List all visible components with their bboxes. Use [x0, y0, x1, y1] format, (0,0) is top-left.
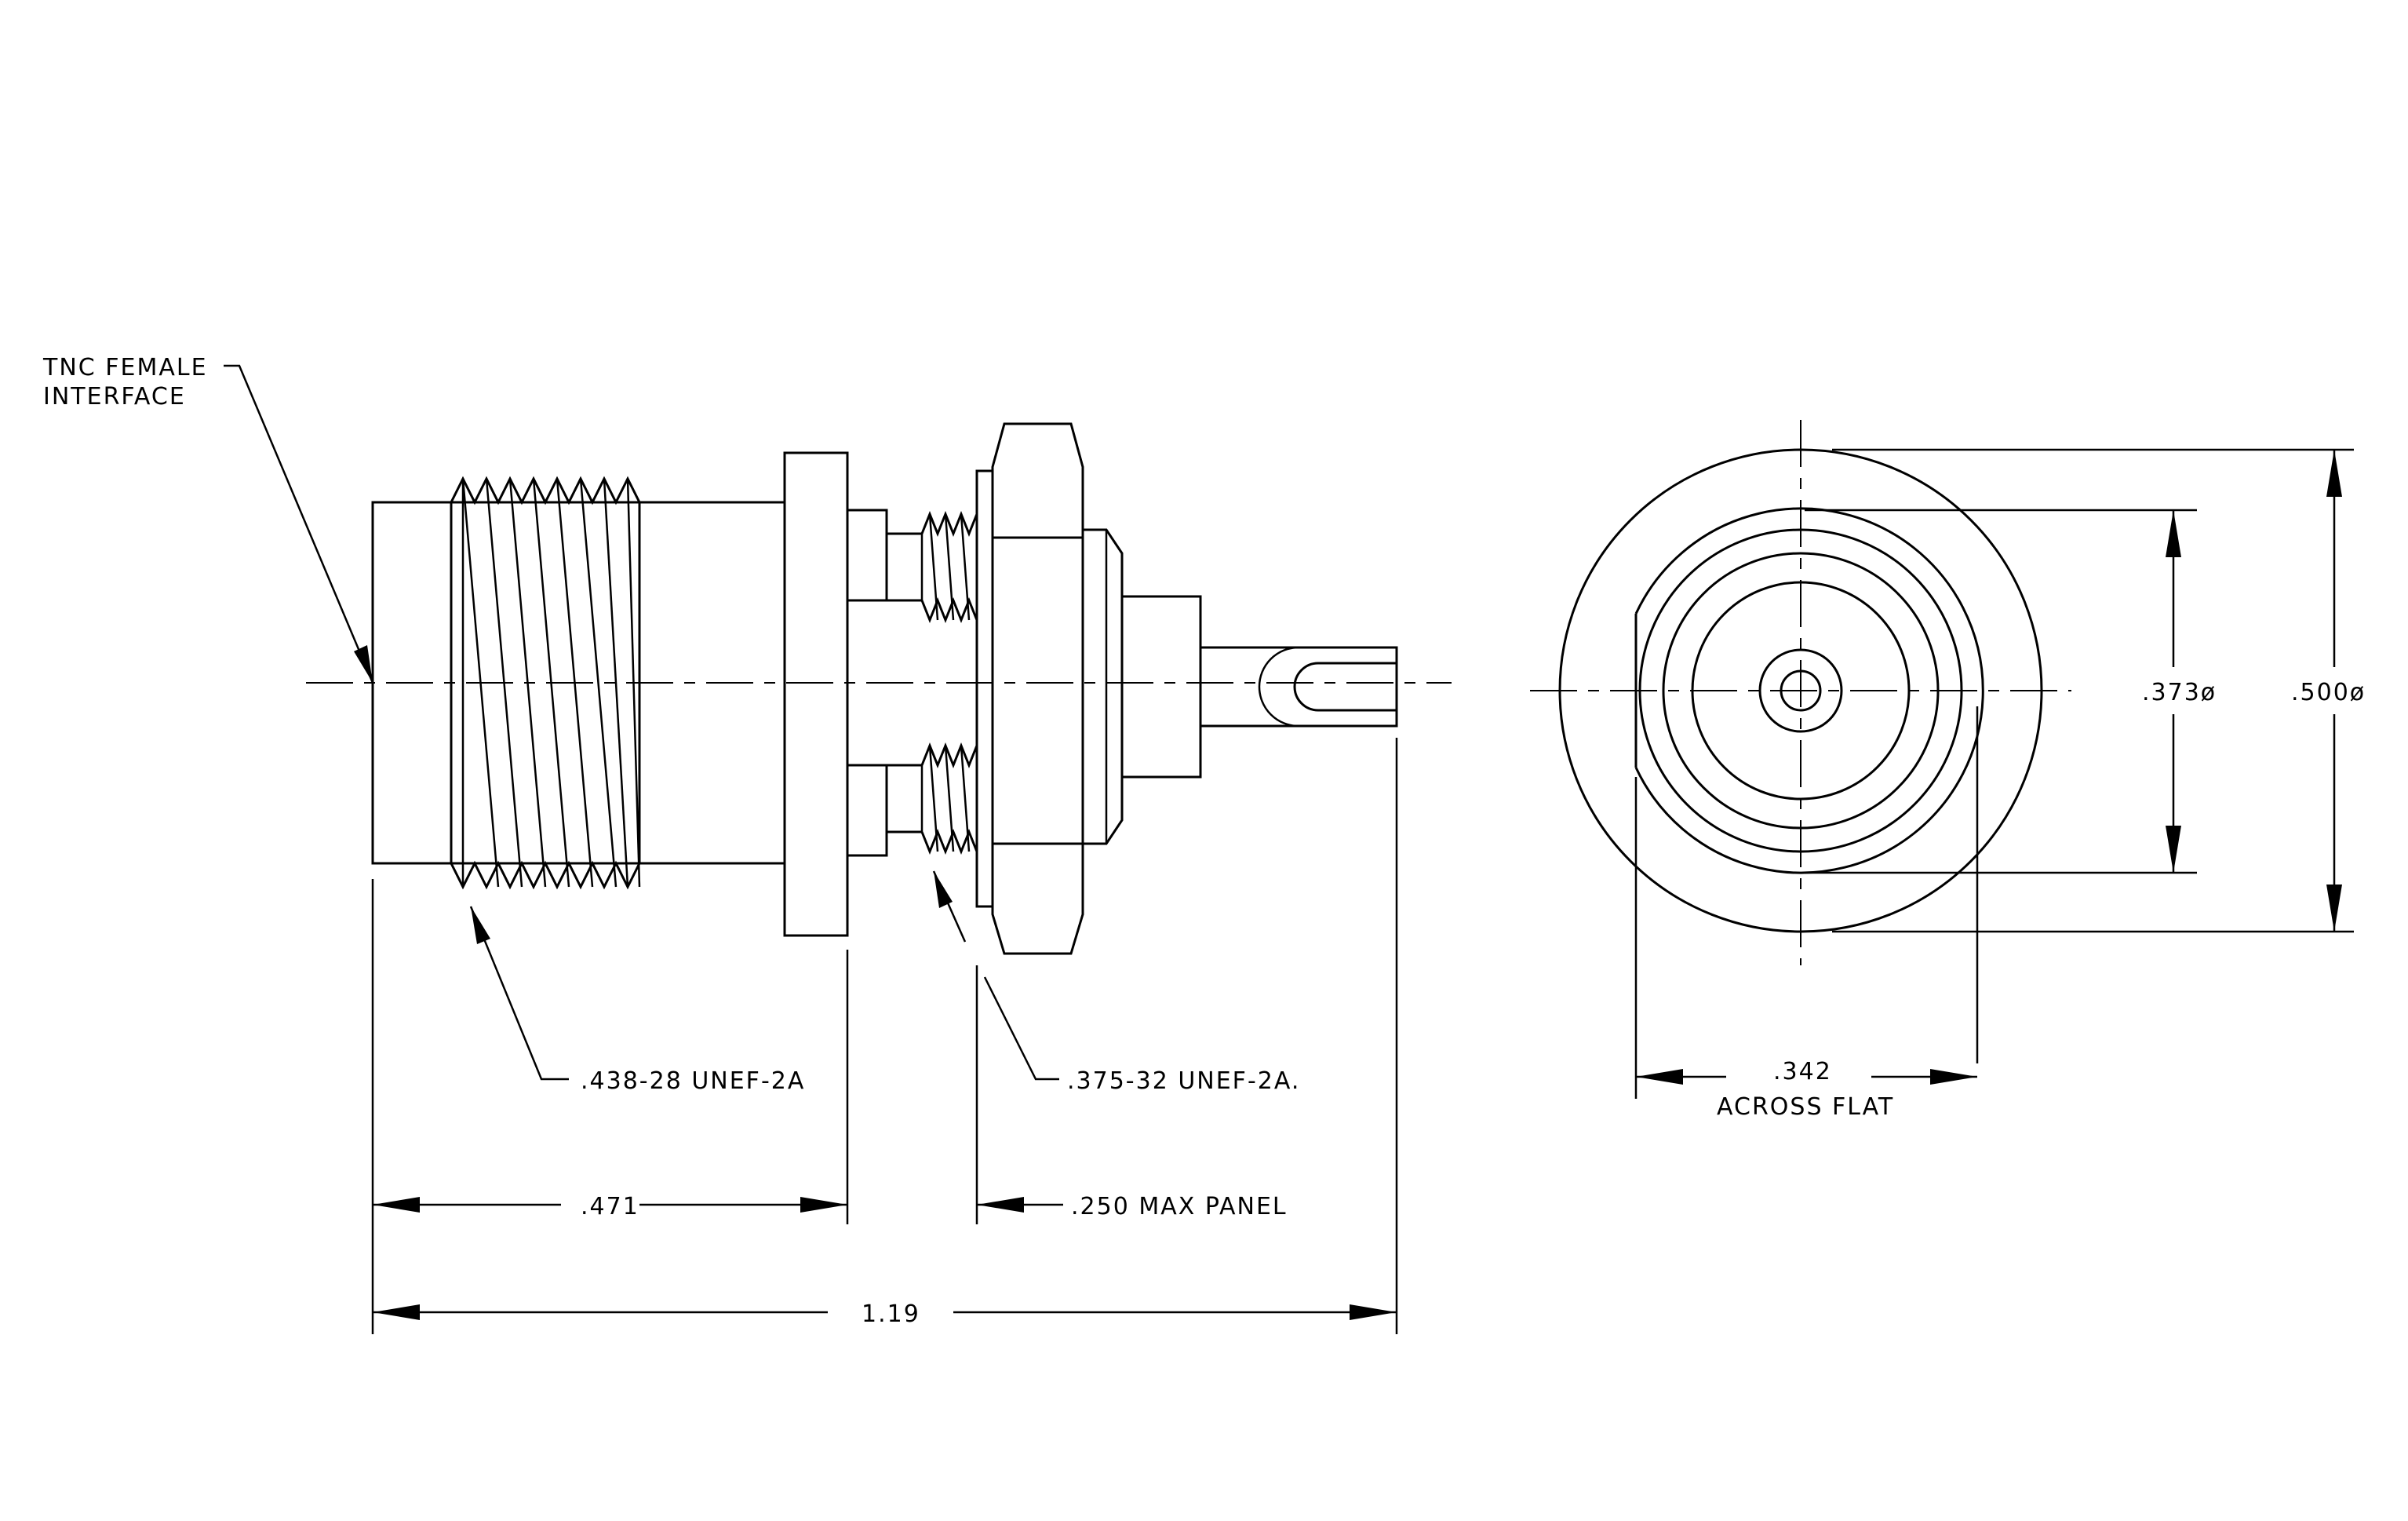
panel-washer	[975, 469, 994, 908]
flange-neck-lower	[846, 764, 888, 857]
hex-nut	[991, 422, 1084, 955]
flange-neck	[846, 509, 888, 602]
rear-body	[1120, 595, 1202, 779]
dim-across-flat	[1634, 706, 1979, 1099]
label-interface-line2: INTERFACE	[43, 383, 186, 410]
label-dim-body: .471	[581, 1193, 639, 1220]
label-dim-inner-dia: .373ø	[2142, 679, 2217, 706]
leader-interface	[224, 364, 374, 684]
flat-body-outline	[1634, 507, 1984, 874]
side-view	[306, 422, 1452, 955]
leader-inner-thread	[932, 870, 1059, 1081]
dielectric-circle	[1758, 648, 1843, 733]
outer-diameter-circle	[1558, 448, 2043, 933]
outer-thread	[450, 476, 785, 890]
ring-circle-2	[1691, 581, 1911, 801]
dim-outer-dia	[1832, 448, 2354, 933]
label-dim-flat-text: ACROSS FLAT	[1717, 1093, 1894, 1121]
label-dim-panel: .250 MAX PANEL	[1071, 1193, 1288, 1220]
flange	[783, 451, 849, 937]
label-dim-overall: 1.19	[862, 1300, 920, 1328]
solder-cup	[1199, 646, 1398, 728]
leader-outer-thread	[469, 906, 569, 1081]
label-outer-thread: .438-28 UNEF-2A	[581, 1067, 805, 1095]
dim-panel	[977, 1197, 1063, 1213]
label-interface-line1: TNC FEMALE	[42, 354, 208, 381]
body-circle	[1638, 528, 1963, 853]
label-dim-flat-value: .342	[1773, 1058, 1832, 1085]
center-contact-circle	[1780, 669, 1822, 712]
ring-circle-1	[1662, 552, 1940, 830]
dim-body	[373, 1197, 847, 1213]
dim-overall	[373, 1304, 1397, 1320]
lock-washer	[1081, 528, 1124, 845]
label-inner-thread: .375-32 UNEF-2A.	[1067, 1067, 1300, 1095]
dim-inner-dia	[1805, 509, 2197, 874]
front-view	[1530, 420, 2071, 965]
label-dim-outer-dia: .500ø	[2291, 679, 2366, 706]
